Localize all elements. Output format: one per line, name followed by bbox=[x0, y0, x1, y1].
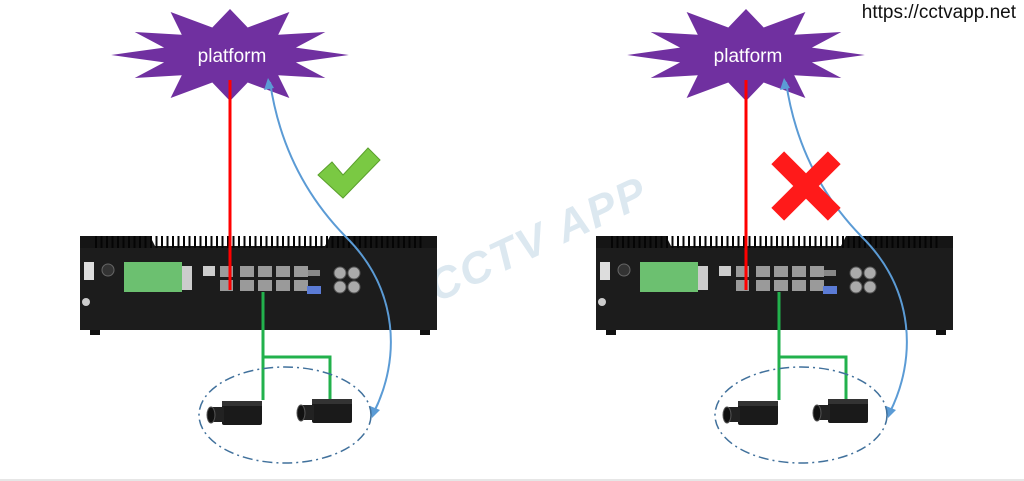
camera bbox=[722, 401, 778, 425]
divider bbox=[0, 479, 1024, 481]
data-flow-arrow bbox=[269, 81, 392, 413]
camera bbox=[296, 399, 352, 423]
site-url: https://cctvapp.net bbox=[861, 2, 1016, 23]
cross-icon bbox=[771, 151, 841, 221]
camera-group bbox=[714, 366, 888, 464]
platform-node: platform bbox=[111, 9, 349, 101]
camera bbox=[812, 399, 868, 423]
platform-node: platform bbox=[627, 9, 865, 101]
arrowhead-icon bbox=[264, 78, 274, 90]
platform-starburst bbox=[111, 9, 349, 101]
arrowhead-icon bbox=[886, 406, 896, 418]
camera-link-line bbox=[261, 292, 332, 400]
platform-starburst bbox=[627, 9, 865, 101]
checkmark-icon bbox=[317, 147, 381, 199]
data-flow-arrow bbox=[785, 81, 908, 413]
platform-label: platform bbox=[198, 46, 267, 67]
arrowhead-icon bbox=[370, 406, 380, 418]
nvr-device bbox=[596, 236, 953, 335]
camera-group bbox=[198, 366, 372, 464]
panel-incorrect: platform bbox=[596, 9, 953, 464]
camera-link-line bbox=[777, 292, 848, 400]
camera bbox=[206, 401, 262, 425]
nvr-device bbox=[80, 236, 437, 335]
arrowhead-icon bbox=[780, 78, 790, 90]
platform-label: platform bbox=[714, 46, 783, 67]
panel-correct: platform bbox=[80, 9, 437, 464]
